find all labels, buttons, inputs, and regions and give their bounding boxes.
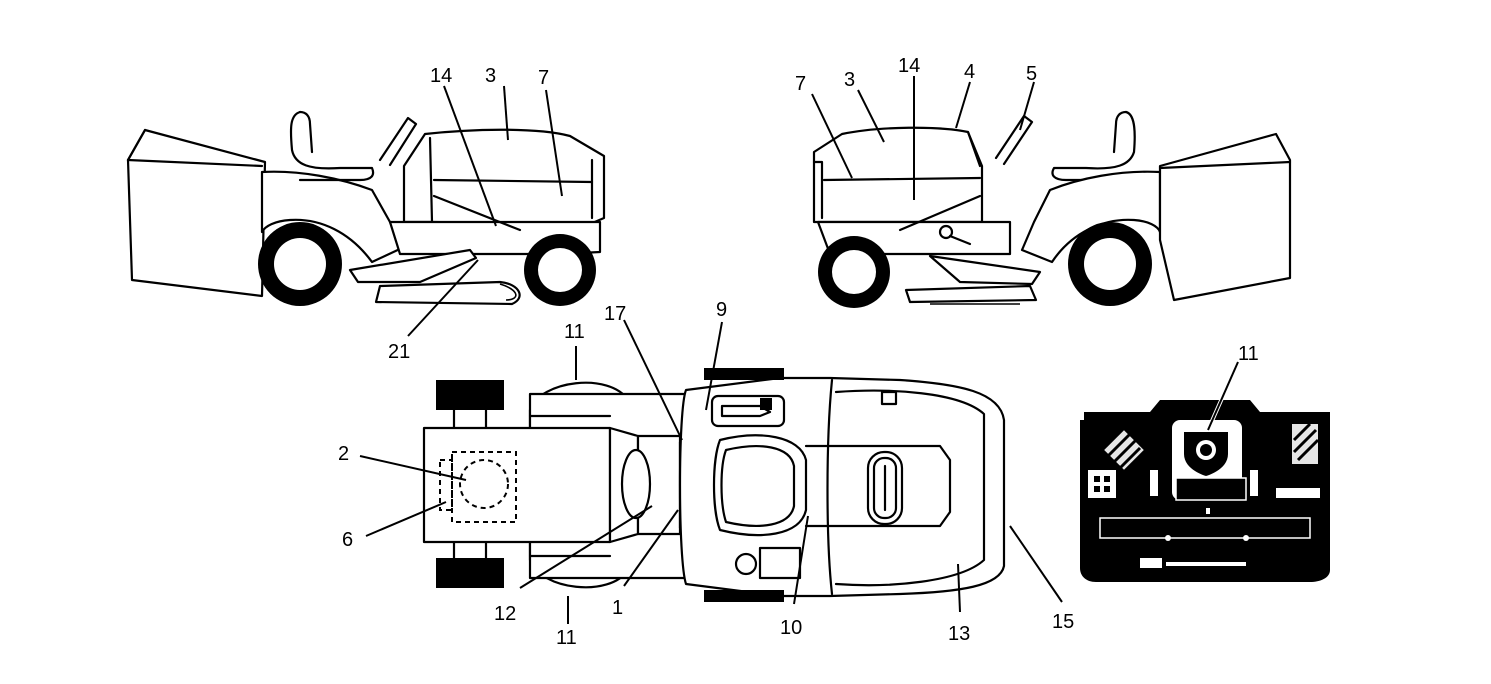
- right-steering: [994, 114, 1034, 166]
- callout-right-7: 7: [795, 73, 806, 95]
- callout-top-2: 2: [338, 443, 349, 465]
- left-hood: [402, 128, 606, 226]
- right-hood: [812, 126, 984, 224]
- left-seat: [289, 110, 375, 182]
- left-collector-bag: [126, 128, 267, 298]
- callout-right-14: 14: [898, 55, 920, 77]
- control-panel-view: [1080, 400, 1330, 582]
- callout-right-4: 4: [964, 61, 975, 83]
- top-hood-body: [678, 376, 1006, 598]
- top-rear-wheel-bottom: [436, 558, 504, 588]
- callout-top-11-upper: 11: [564, 321, 585, 343]
- top-view: [422, 368, 1006, 602]
- right-side-view: [812, 110, 1292, 308]
- callout-left-14: 14: [430, 65, 452, 87]
- right-cutting-deck: [904, 284, 1038, 304]
- callout-top-6: 6: [342, 529, 353, 551]
- callout-left-3: 3: [485, 65, 496, 87]
- callout-top-9: 9: [716, 299, 727, 321]
- top-collector-bag: [422, 426, 612, 544]
- left-steering: [378, 116, 418, 167]
- callout-top-12: 12: [494, 603, 516, 625]
- left-side-view: [126, 110, 606, 306]
- callout-top-10: 10: [780, 617, 802, 639]
- callout-top-1: 1: [612, 597, 623, 619]
- callout-top-11-lower: 11: [556, 627, 577, 649]
- callout-left-21: 21: [388, 341, 410, 363]
- callout-right-5: 5: [1026, 63, 1037, 85]
- callout-panel-11: 11: [1238, 343, 1259, 365]
- right-footrest: [928, 254, 1042, 286]
- top-rear-wheel-top: [436, 380, 504, 410]
- left-rear-fender: [260, 170, 404, 264]
- right-collector-bag: [1158, 132, 1292, 302]
- right-rear-fender: [1020, 170, 1162, 264]
- right-seat: [1051, 110, 1136, 182]
- callout-right-3: 3: [844, 69, 855, 91]
- left-footrest: [348, 248, 478, 284]
- callout-top-17: 17: [604, 303, 626, 325]
- callout-top-15: 15: [1052, 611, 1074, 633]
- callout-top-13: 13: [948, 623, 970, 645]
- callout-left-7: 7: [538, 67, 549, 89]
